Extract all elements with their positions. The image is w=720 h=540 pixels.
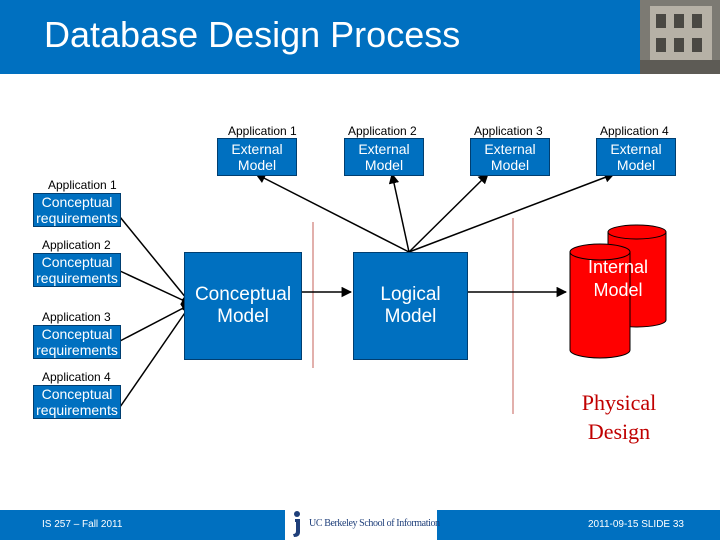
school-logo: UC Berkeley School of Information xyxy=(285,508,440,540)
external-app-label: Application 1 xyxy=(228,124,297,138)
external-model-box: External Model xyxy=(344,138,424,176)
logical-model-box: Logical Model xyxy=(353,252,468,360)
requirements-app-label: Application 1 xyxy=(48,178,117,192)
slide-title: Database Design Process xyxy=(44,14,461,55)
connector-line xyxy=(408,172,615,253)
header-bar xyxy=(0,0,720,74)
slide-number: 2011-09-15 SLIDE 33 xyxy=(588,519,684,530)
connector-line xyxy=(408,173,489,253)
external-app-label: Application 2 xyxy=(348,124,417,138)
internal-model-label: Internal Model xyxy=(587,257,649,301)
campus-photo xyxy=(640,0,720,74)
connector-line xyxy=(119,216,192,305)
physical-design-label: Physical Design xyxy=(581,390,657,444)
requirements-app-label: Application 4 xyxy=(42,370,111,384)
external-app-label: Application 3 xyxy=(474,124,543,138)
requirements-box: Conceptual requirements xyxy=(33,193,121,227)
course-label: IS 257 – Fall 2011 xyxy=(42,519,123,530)
logo-text: UC Berkeley School of Information xyxy=(309,518,440,529)
requirements-box: Conceptual requirements xyxy=(33,253,121,287)
requirements-box: Conceptual requirements xyxy=(33,385,121,419)
connector-line xyxy=(119,270,192,305)
external-model-box: External Model xyxy=(596,138,676,176)
requirements-app-label: Application 2 xyxy=(42,238,111,252)
connector-line xyxy=(119,303,192,342)
logo-mark-icon xyxy=(293,511,300,537)
external-model-box: External Model xyxy=(470,138,550,176)
conceptual-model-box: Conceptual Model xyxy=(184,252,302,360)
connector-line xyxy=(255,173,410,253)
connector-line xyxy=(119,303,192,408)
requirements-box: Conceptual requirements xyxy=(33,325,121,359)
external-model-box: External Model xyxy=(217,138,297,176)
external-app-label: Application 4 xyxy=(600,124,669,138)
requirements-app-label: Application 3 xyxy=(42,310,111,324)
database-cylinder-front xyxy=(569,243,631,359)
connector-line xyxy=(388,172,410,253)
